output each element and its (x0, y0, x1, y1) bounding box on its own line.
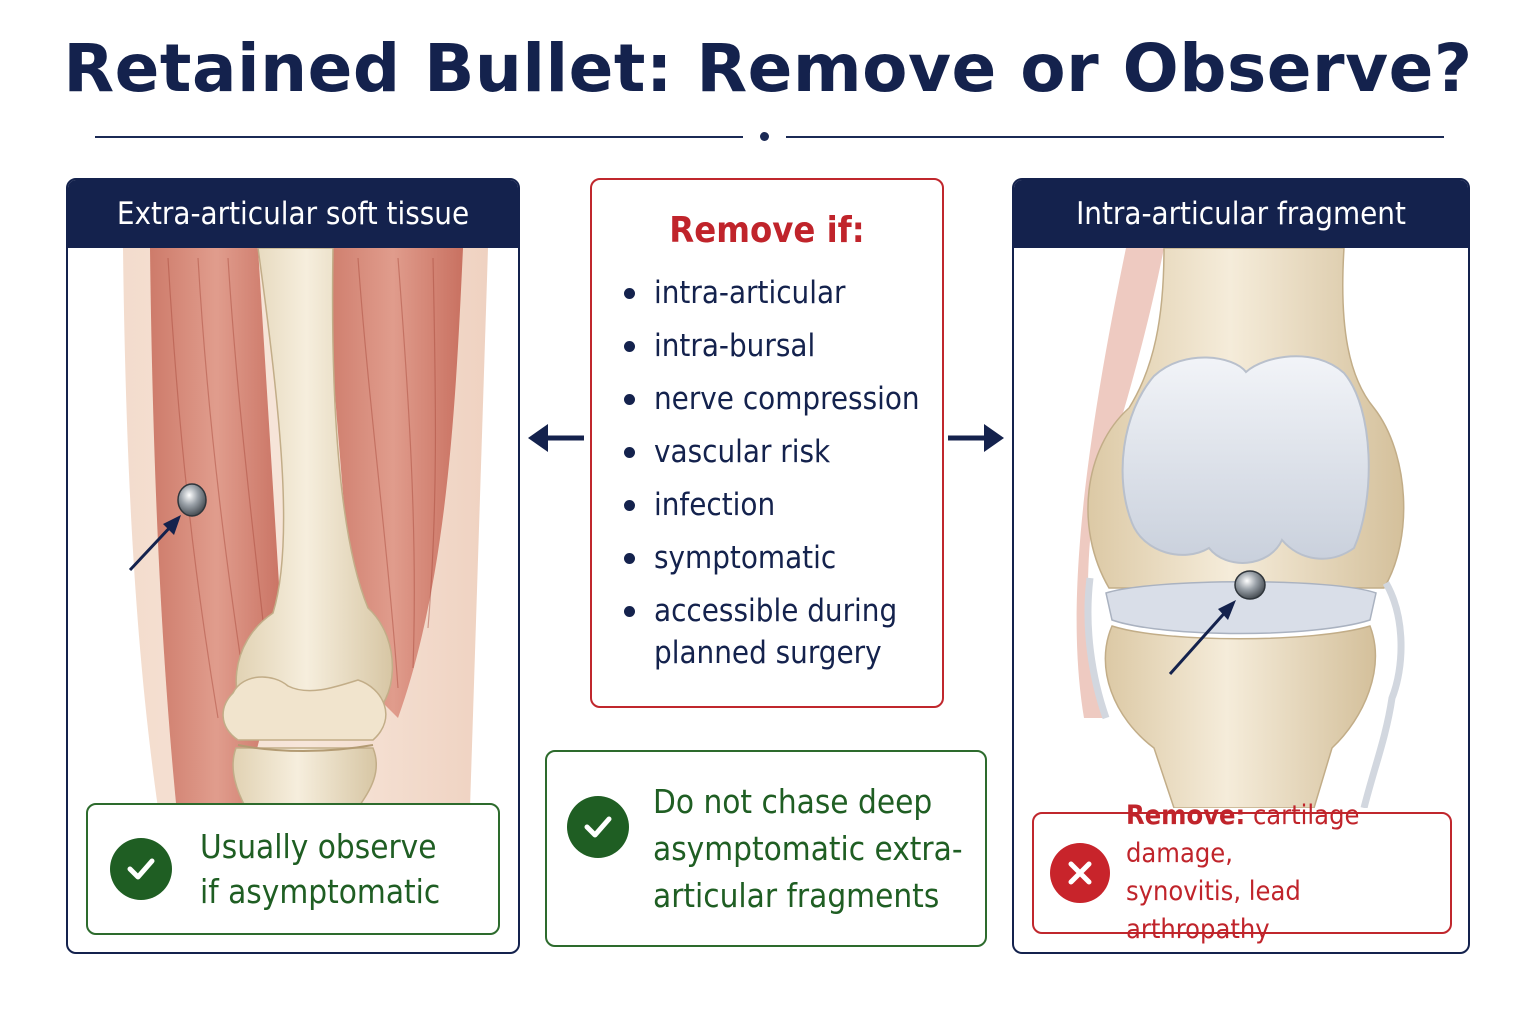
title-divider-left (95, 136, 743, 138)
check-circle-icon (567, 795, 629, 858)
observe-verdict-box: Usually observe if asymptomatic (86, 803, 500, 935)
bullet-dot-icon (624, 606, 635, 617)
criteria-item: intra-articular (622, 272, 944, 314)
remove-verdict-label: Remove: (1126, 800, 1246, 831)
criteria-item: infection (622, 484, 944, 526)
do-not-chase-line-1: Do not chase deep (653, 782, 933, 821)
intra-articular-knee-illustration (1076, 248, 1405, 808)
removal-criteria-heading: Remove if: (669, 210, 865, 251)
page-title: Retained Bullet: Remove or Observe? (63, 30, 1473, 107)
extra-articular-panel: Extra-articular soft tissue (66, 178, 520, 954)
do-not-chase-line-2: asymptomatic extra- (653, 829, 963, 868)
bullet-dot-icon (624, 500, 635, 511)
criteria-item: symptomatic (622, 537, 944, 579)
check-circle-icon (110, 838, 172, 900)
observe-verdict-line-1: Usually observe (200, 827, 437, 866)
bullet-dot-icon (624, 394, 635, 405)
bullet-dot-icon (624, 447, 635, 458)
criteria-item: accessible during planned surgery (622, 590, 944, 674)
criteria-item: vascular risk (622, 431, 944, 473)
remove-verdict-line-1: cartilage damage, (1126, 800, 1360, 869)
removal-criteria-list: intra-articular intra-bursal nerve compr… (622, 272, 944, 685)
remove-verdict-line-2: synovitis, lead arthropathy (1126, 876, 1301, 945)
intra-articular-heading: Intra-articular fragment (1014, 180, 1468, 248)
bullet-dot-icon (624, 553, 635, 564)
remove-verdict-box: Remove: cartilage damage, synovitis, lea… (1032, 800, 1452, 945)
extra-articular-heading: Extra-articular soft tissue (68, 180, 518, 248)
removal-criteria-box: Remove if: intra-articular intra-bursal … (590, 178, 944, 708)
extra-articular-leg-illustration (123, 248, 488, 808)
bullet-dot-icon (624, 341, 635, 352)
arrow-left-icon (528, 424, 584, 452)
intra-articular-panel: Intra-articular fragment (1012, 178, 1470, 954)
title-divider-dot (760, 132, 769, 141)
criteria-item: intra-bursal (622, 325, 944, 367)
x-circle-icon (1050, 843, 1110, 903)
do-not-chase-note-box: Do not chase deep asymptomatic extra- ar… (545, 750, 987, 947)
do-not-chase-line-3: articular fragments (653, 876, 940, 915)
criteria-item: nerve compression (622, 378, 944, 420)
title-divider-right (786, 136, 1444, 138)
arrow-right-icon (948, 424, 1004, 452)
bullet-dot-icon (624, 288, 635, 299)
observe-verdict-line-2: if asymptomatic (200, 872, 441, 911)
